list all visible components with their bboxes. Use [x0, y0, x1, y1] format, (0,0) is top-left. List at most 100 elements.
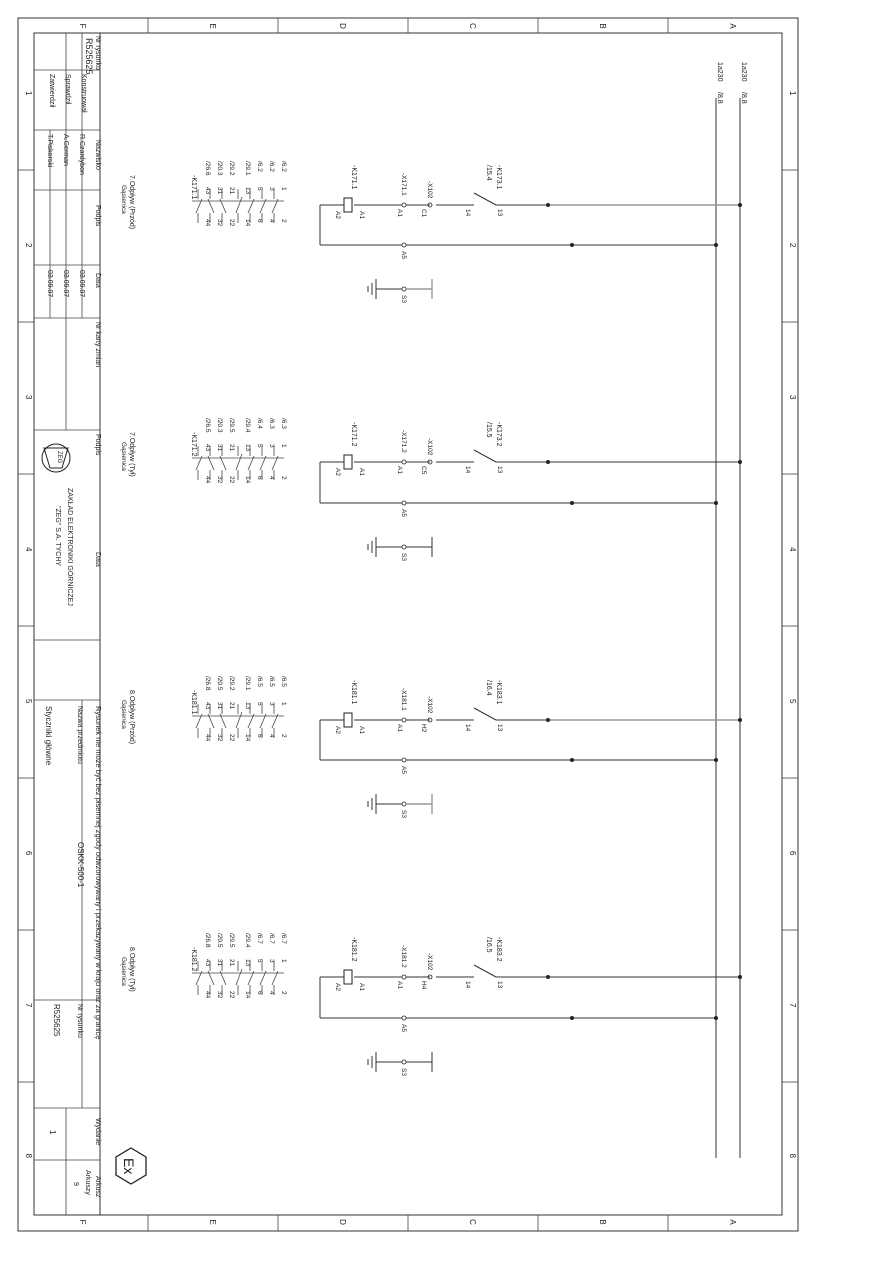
- date-value: 03.09.07: [46, 270, 53, 297]
- terminal-a5: [401, 757, 407, 763]
- contact-pin-left: 21: [228, 702, 235, 710]
- junction-dot: [570, 501, 574, 505]
- terminal-coil: [401, 974, 407, 980]
- coil-a1-pin: A1: [358, 726, 365, 734]
- contact-pin-right: 4: [268, 219, 275, 223]
- item-name: OSKK-500-1: [76, 842, 85, 888]
- logo-shape: [43, 447, 69, 469]
- contact-pin-left: 31: [216, 187, 223, 195]
- contact-terminal-13: 13: [496, 724, 503, 732]
- grid-label-row: D: [338, 1219, 347, 1225]
- contact-cross-ref: /20.5: [216, 676, 223, 691]
- coil-a1-pin: A1: [358, 211, 365, 219]
- terminal-a5: [401, 242, 407, 248]
- date-label: Data: [94, 273, 101, 288]
- terminal-a5-label: A5: [400, 766, 407, 774]
- grid-label-row: F: [78, 1220, 87, 1225]
- junction-dot: [714, 501, 718, 505]
- contact-pin-left: 3: [268, 187, 275, 191]
- contact-pin-right: 32: [216, 991, 223, 999]
- contact-cross-ref: /6.7: [280, 933, 287, 944]
- contact-cross-ref: /26.6: [204, 161, 211, 176]
- contact-terminal-13: 13: [496, 466, 503, 474]
- terminal-s3-label: S3: [400, 1068, 407, 1076]
- contact-pin-right: 2: [280, 991, 287, 995]
- contact-pin-left: 13: [244, 187, 251, 195]
- coil-terminal-name: -X171.2: [400, 430, 407, 453]
- ex-mark: Ex: [115, 1147, 147, 1185]
- contact-table: /6.312/6.334/6.456/29.41314/29.52122/20.…: [190, 418, 287, 484]
- contact-pin-left: 31: [216, 444, 223, 452]
- logo-text: ZEG: [56, 451, 62, 464]
- contact-cross-ref: /29.2: [228, 161, 235, 176]
- contact-pin-right: 44: [204, 219, 211, 227]
- grid-label-row: B: [598, 23, 607, 28]
- contact-cross-ref: /26.8: [204, 933, 211, 948]
- grid-label-row: C: [468, 23, 477, 29]
- contact-pin-right: 32: [216, 476, 223, 484]
- contact-cross-ref: /6.5: [268, 676, 275, 687]
- contact-pin-right: 14: [244, 734, 251, 742]
- grid-label-col: 2: [788, 243, 797, 248]
- grid-label-col: 4: [788, 547, 797, 552]
- change-card-label: Nr karty zmian: [94, 322, 101, 367]
- circuit-3: 1314-K183.1/16.4-X102H2-X181.1A1-K181.1A…: [120, 676, 742, 818]
- coil-a1: A1: [396, 981, 403, 989]
- contact-group-name: -K171.2: [190, 432, 197, 457]
- terminal-a5-label: A5: [400, 251, 407, 259]
- terminal-name: -X102: [426, 696, 433, 714]
- contact-pin-right: 6: [256, 734, 263, 738]
- contact-terminal-14: 14: [464, 466, 471, 474]
- contact-terminal-13: 13: [496, 209, 503, 217]
- contact-pin-right: 4: [268, 476, 275, 480]
- terminal-name: -X102: [426, 181, 433, 199]
- coil-a2-pin: A2: [334, 726, 341, 734]
- bus-label-l1: 1a230: [740, 62, 747, 82]
- contact-pin-right: 32: [216, 219, 223, 227]
- contact-pin-right: 4: [268, 991, 275, 995]
- terminal-a5: [401, 1015, 407, 1021]
- date-value: 03.09.07: [62, 270, 69, 297]
- contact-pin-left: 1: [280, 187, 287, 191]
- terminal-a5-label: A5: [400, 509, 407, 517]
- ex-hexagon: [115, 1147, 147, 1185]
- grid-label-col: 7: [788, 1003, 797, 1008]
- contact-terminal-14: 14: [464, 209, 471, 217]
- no-contact-blade: [473, 192, 497, 206]
- contact-pin-right: 14: [244, 991, 251, 999]
- terminal-coil: [401, 717, 407, 723]
- terminal-a5-label: A5: [400, 1024, 407, 1032]
- terminal-s3: [401, 1059, 407, 1065]
- coil-a1-pin: A1: [358, 983, 365, 991]
- relay-coil-name: -K171.2: [350, 422, 357, 447]
- contact-pin-left: 21: [228, 444, 235, 452]
- contact-pin-left: 5: [256, 702, 263, 706]
- contact-pin-right: 4: [268, 734, 275, 738]
- contact-pin-left: 13: [244, 959, 251, 967]
- contact-cross-ref: /29.2: [228, 676, 235, 691]
- grid-label-col: 8: [788, 1154, 797, 1159]
- terminal-s3-label: S3: [400, 810, 407, 818]
- grid-label-row: D: [338, 23, 347, 29]
- contact-cross-ref: /29.5: [228, 418, 235, 433]
- contact-blade: [235, 453, 243, 471]
- item-description: Styczniki główne: [44, 706, 53, 766]
- contact-cross-ref: /6.2: [256, 161, 263, 172]
- contact-pin-right: 2: [280, 219, 287, 223]
- no-contact-blade: [473, 964, 497, 978]
- contact-pin-left: 13: [244, 444, 251, 452]
- contact-pin-left: 5: [256, 444, 263, 448]
- contact-pin-right: 2: [280, 734, 287, 738]
- contact-blade: [235, 968, 243, 986]
- contact-cross-ref: /6.2: [268, 161, 275, 172]
- contact-cross-ref: /6.3: [268, 418, 275, 429]
- contact-cross-ref: /6.5: [280, 676, 287, 687]
- company-logo: ZEG: [41, 443, 71, 473]
- sheets-label: Arkuszy: [84, 1170, 91, 1195]
- coil-a1-pin: A1: [358, 468, 365, 476]
- contact-table: /6.712/6.734/6.756/29.41314/29.52122/20.…: [190, 933, 287, 999]
- logo-ring: [41, 443, 71, 473]
- contact-cross-ref: /29.4: [244, 418, 251, 433]
- grid-label-col: 3: [24, 395, 33, 400]
